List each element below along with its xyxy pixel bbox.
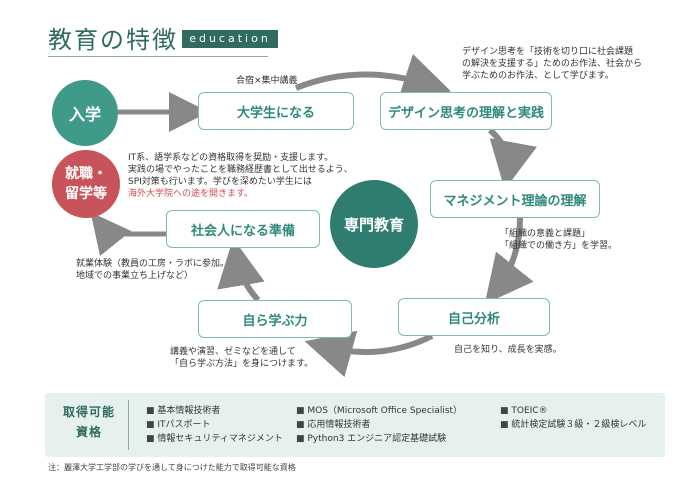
note-self-analysis: 自己を知り、成長を実感。	[454, 345, 562, 355]
qualification-item: Python3 エンジニア認定基礎試験	[296, 432, 462, 446]
note-line: IT系、語学系などの資格取得を奨励・支援します。	[128, 153, 334, 163]
qualification-item: 応用情報技術者	[296, 418, 462, 432]
stage-label: 自己分析	[447, 311, 500, 327]
qualification-item: MOS（Microsoft Office Specialist）	[296, 404, 462, 418]
stage-design-thinking: デザイン思考の理解と実践	[380, 92, 552, 130]
arrow-student-to-design	[294, 53, 452, 100]
arrow-management-to-self-analysis	[484, 217, 534, 305]
note-line: 学ぶためのお作法、として学びます。	[462, 71, 614, 81]
note-management: 「組織の意義と課題」 「組織での働き方」を学習。	[500, 228, 617, 252]
note-line: 地域での事業立ち上げなど）	[76, 271, 194, 281]
note-highlight: 海外大学院への途を開きます。	[128, 189, 254, 199]
qualifications-title-line2: 資格	[75, 425, 102, 439]
qualifications-col2: MOS（Microsoft Office Specialist） 応用情報技術者…	[296, 404, 462, 446]
note-line: 「自ら学ぶ方法」を身につけます。	[170, 359, 314, 369]
stage-university-student: 大学生になる	[198, 92, 354, 130]
note-line: SPI対策も行います。学びを深めたい学生には	[128, 177, 312, 187]
title-underline	[48, 56, 268, 57]
note-line: 「組織での働き方」を学習。	[500, 241, 618, 251]
qualifications-col1: 基本情報技術者 ITパスポート 情報セキュリティマネジメント	[146, 404, 283, 446]
stage-label: デザイン思考の理解と実践	[387, 105, 544, 121]
stage-label: 社会人になる準備	[190, 223, 295, 239]
note-society: 就業体験（教員の工房・ラボに参加。 地域での事業立ち上げなど）	[76, 258, 229, 282]
entry-label: 入学	[68, 105, 101, 124]
stage-self-learning: 自ら学ぶ力	[198, 300, 352, 338]
qualification-item: 基本情報技術者	[146, 404, 283, 418]
core-label: 専門教育	[343, 215, 404, 234]
qualifications-title-line1: 取得可能	[62, 405, 115, 419]
stage-society-prep: 社会人になる準備	[166, 210, 320, 248]
note-self-learning: 講義や演習、ゼミなどを通して 「自ら学ぶ方法」を身につけます。	[170, 346, 313, 370]
qualification-item: 情報セキュリティマネジメント	[146, 432, 282, 446]
note-line: 就業体験（教員の工房・ラボに参加。	[76, 259, 230, 269]
core-education-circle: 専門教育	[330, 180, 418, 268]
qualification-item: TOEIC®	[500, 404, 646, 418]
note-camp: 合宿×集中講義	[236, 76, 298, 86]
arrow-self-analysis-to-self-learning	[304, 330, 434, 378]
entry-circle: 入学	[52, 80, 118, 146]
stage-label: 自ら学ぶ力	[242, 313, 308, 329]
note-career: IT系、語学系などの資格取得を奨励・支援します。 実践の場でやったことを職務経歴…	[128, 152, 353, 200]
education-badge: education	[182, 30, 278, 48]
qualification-item: 統計検定試験３級・２級検レベル	[500, 418, 646, 432]
qualifications-title: 取得可能 資格	[60, 402, 118, 442]
note-line: 実践の場でやったことを職務経歴書として出せるよう、	[128, 165, 353, 175]
note-line: デザイン思考を「技術を切り口に社会課題	[462, 47, 634, 57]
arrow-society-to-career	[90, 212, 166, 257]
stage-management: マネジメント理論の理解	[430, 180, 600, 218]
stage-self-analysis: 自己分析	[398, 298, 550, 336]
note-line: の解決を支援する」ためのお作法、社会から	[462, 59, 643, 69]
stage-label: 大学生になる	[236, 105, 315, 121]
arrow-design-to-management	[487, 127, 537, 190]
footnote: 注：麗澤大学工学部の学びを通して身につけた能力で取得可能な資格	[48, 463, 296, 472]
note-line: 講義や演習、ゼミなどを通して	[170, 347, 296, 357]
career-label-line2: 留学等	[65, 186, 107, 202]
qualifications-col3: TOEIC® 統計検定試験３級・２級検レベル	[500, 404, 646, 432]
qualification-item: ITパスポート	[146, 418, 283, 432]
career-label-line1: 就職・	[65, 166, 107, 182]
stage-label: マネジメント理論の理解	[443, 193, 587, 209]
arrow-self-learning-to-society	[217, 238, 265, 303]
qualifications-divider	[128, 400, 129, 450]
page-title: 教育の特徴	[48, 26, 178, 54]
career-circle: 就職・ 留学等	[52, 150, 120, 218]
note-design: デザイン思考を「技術を切り口に社会課題 の解決を支援する」ためのお作法、社会から…	[462, 46, 642, 82]
note-line: 「組織の意義と課題」	[500, 229, 591, 239]
